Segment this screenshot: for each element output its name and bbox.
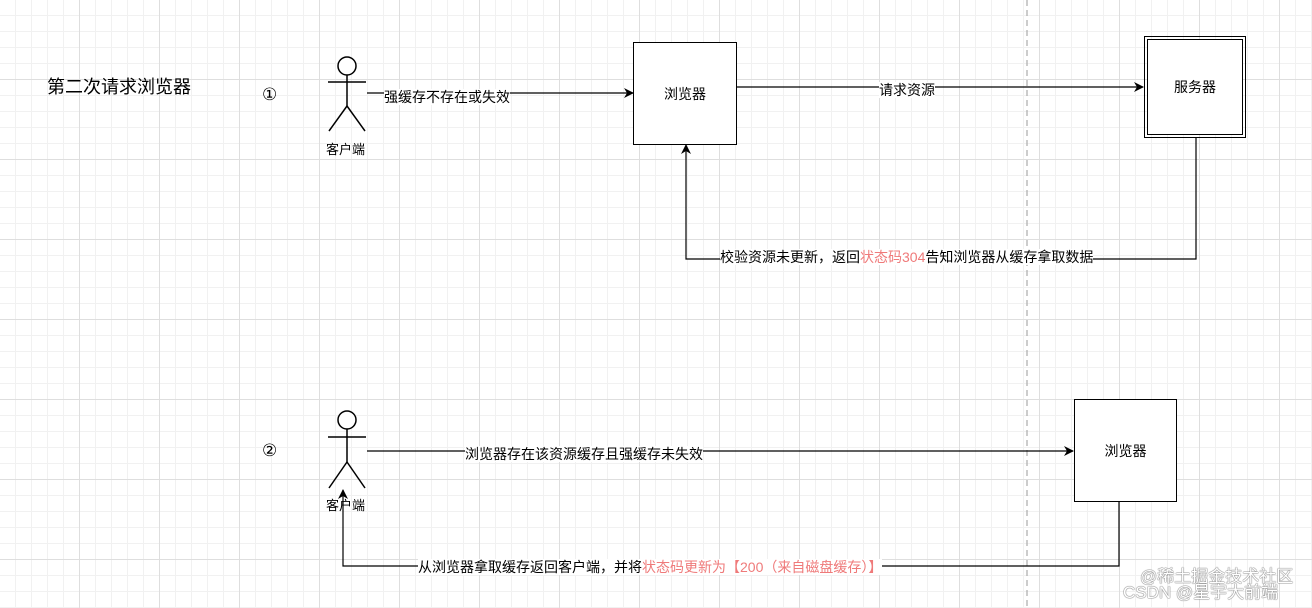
actor-2-label: 客户端 bbox=[326, 498, 366, 513]
edge-label-browser-server: 请求资源 bbox=[879, 82, 935, 98]
step-2-number: ② bbox=[262, 441, 278, 460]
diagram-title: 第二次请求浏览器 bbox=[47, 77, 191, 97]
browser-box-1-label: 浏览器 bbox=[664, 85, 706, 102]
edge-label-client-browser-1: 强缓存不存在或失效 bbox=[384, 89, 510, 105]
edge-server-browser-return bbox=[681, 138, 1197, 260]
edge-label-return-1: 校验资源未更新，返回状态码304告知浏览器从缓存拿取数据 bbox=[720, 249, 1094, 265]
edge-label-client-browser-2: 浏览器存在该资源缓存且强缓存未失效 bbox=[465, 446, 703, 462]
edge-label-return-2-highlight: 状态码更新为【200（来自磁盘缓存）】 bbox=[642, 559, 883, 575]
browser-box-2: 浏览器 bbox=[1074, 399, 1177, 502]
edge-label-return-2-prefix: 从浏览器拿取缓存返回客户端，并将 bbox=[418, 559, 642, 575]
edge-label-return-1-prefix: 校验资源未更新，返回 bbox=[720, 249, 860, 265]
actor-1-label: 客户端 bbox=[326, 142, 366, 157]
browser-box-1: 浏览器 bbox=[633, 42, 737, 145]
edge-label-return-1-highlight: 状态码304 bbox=[860, 249, 926, 265]
edge-label-return-2: 从浏览器拿取缓存返回客户端，并将状态码更新为【200（来自磁盘缓存）】 bbox=[418, 559, 883, 575]
actor-1-icon bbox=[328, 56, 366, 132]
watermark-line-2: CSDN @星宇大前端 bbox=[1123, 583, 1279, 602]
actor-2-icon bbox=[328, 410, 366, 489]
edge-browser-client-return bbox=[338, 489, 1120, 567]
browser-box-2-label: 浏览器 bbox=[1104, 442, 1147, 459]
edge-label-return-1-suffix: 告知浏览器从缓存拿取数据 bbox=[925, 249, 1094, 265]
server-box: 服务器 bbox=[1144, 36, 1246, 138]
server-box-label: 服务器 bbox=[1174, 79, 1216, 95]
step-1-number: ① bbox=[262, 85, 278, 104]
watermark-line-1: @稀土掘金技术社区 bbox=[1140, 567, 1294, 586]
